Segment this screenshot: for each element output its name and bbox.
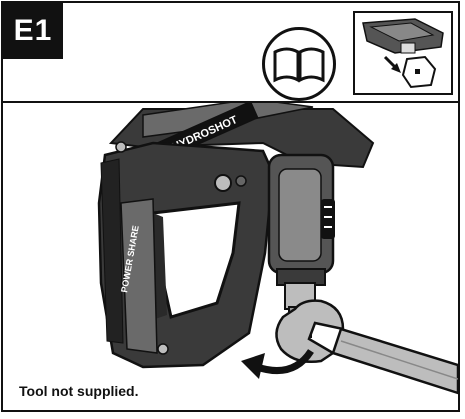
- manual-icon: [262, 27, 336, 101]
- caption-text: Tool not supplied.: [19, 383, 139, 399]
- rotate-arrow-icon: [241, 348, 314, 379]
- step-label: E1: [3, 3, 63, 59]
- instruction-panel: E1 HYDROSHOT: [1, 1, 460, 412]
- wrench-icon: [275, 299, 458, 395]
- battery-removal-thumbnail: [353, 11, 453, 95]
- panel-header: E1: [3, 3, 458, 103]
- tool-illustration: HYDROSHOT POWER SHARE: [97, 103, 458, 395]
